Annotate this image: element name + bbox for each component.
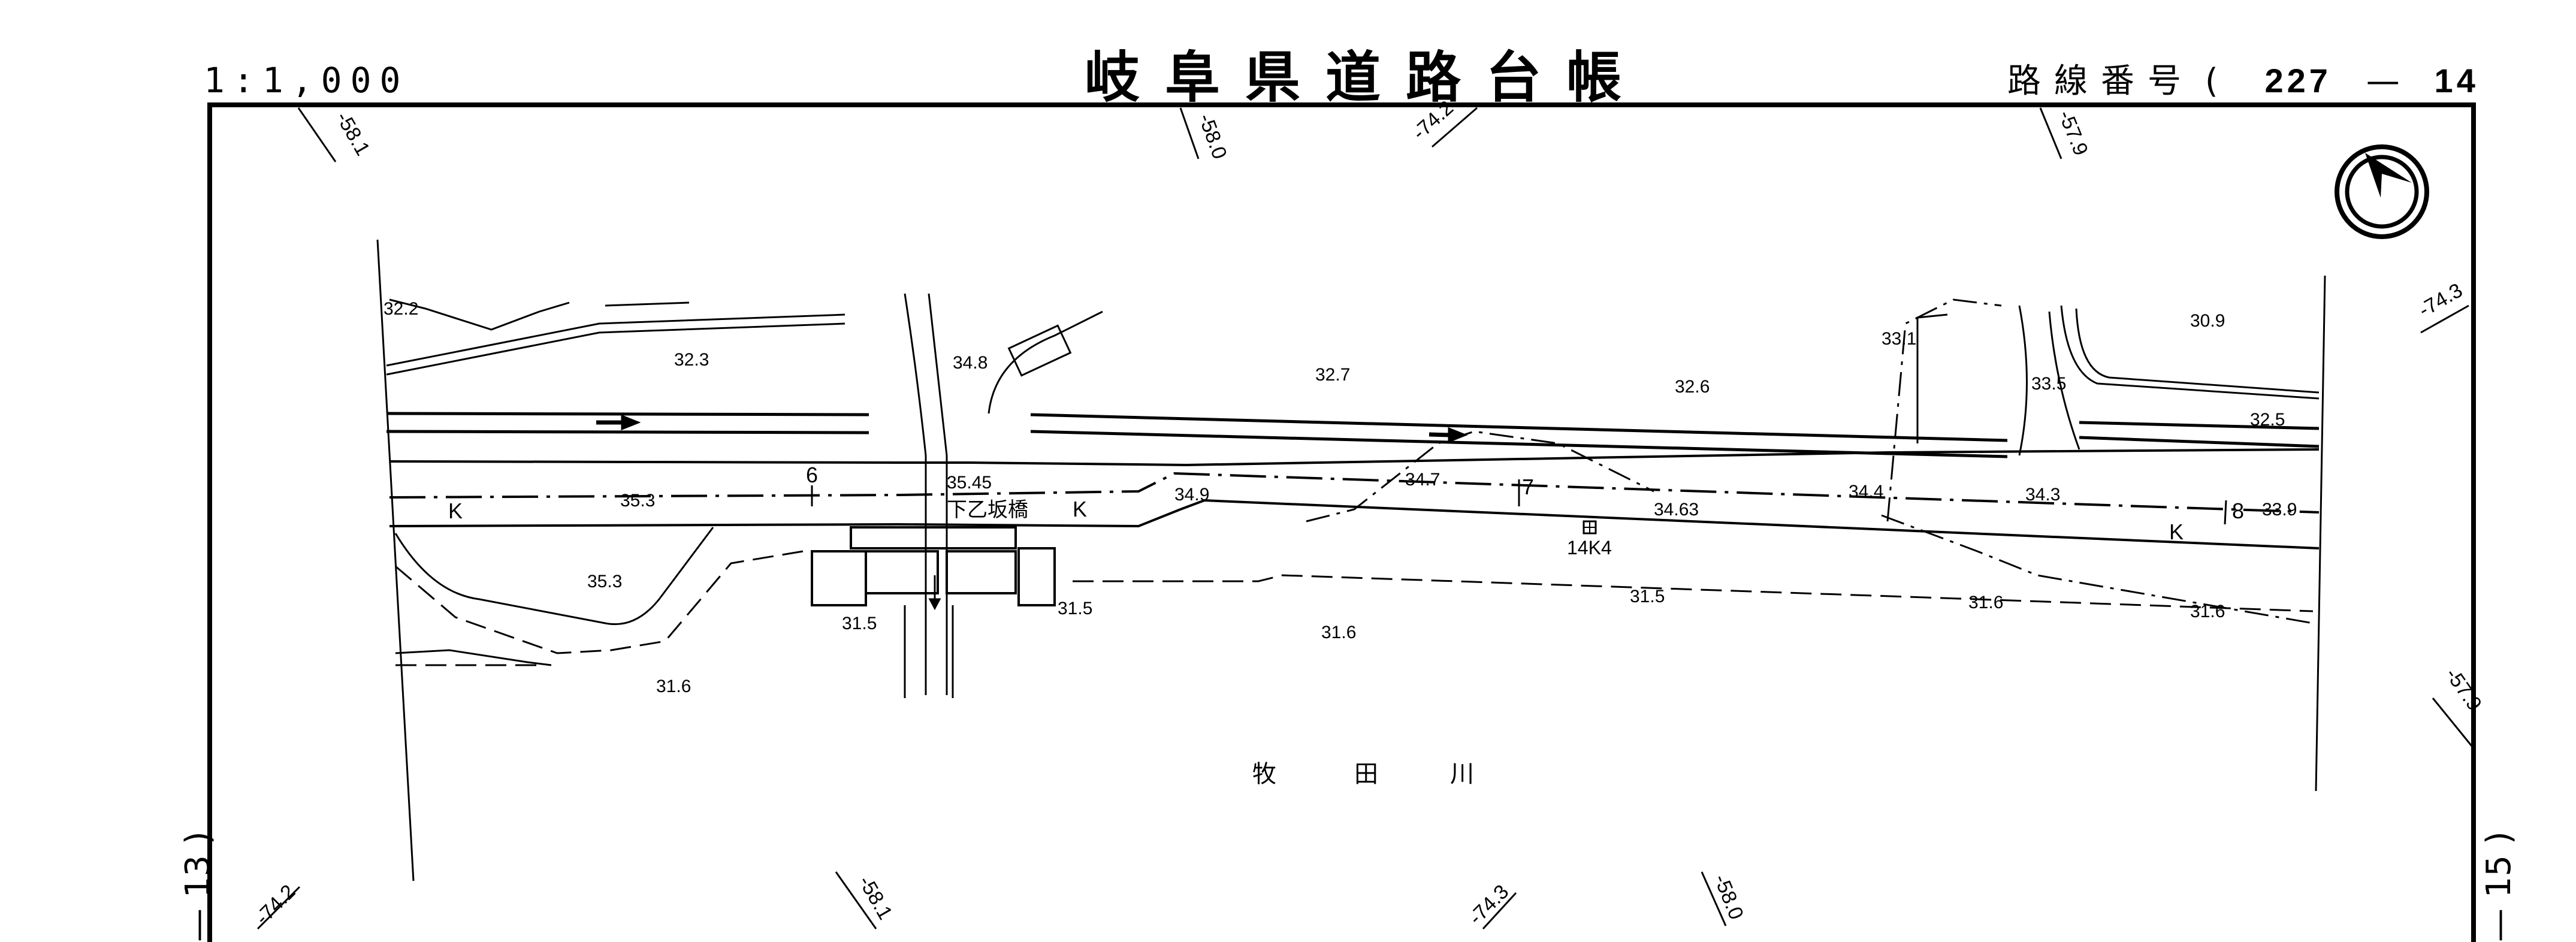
route-number: 路線番号 ( 227 — 14 ) <box>2007 54 2576 102</box>
elevation-label: 31.6 <box>1968 593 2003 612</box>
river-name-char: 田 <box>1354 761 1378 787</box>
elevation-label: 34.7 <box>1405 470 1440 490</box>
map-frame <box>207 102 2476 942</box>
elevation-label: 34.4 <box>1849 482 1883 502</box>
north-arrow-compass-icon <box>2335 144 2429 239</box>
elevation-label: 33.5 <box>2031 374 2066 394</box>
river-name-char: 牧 <box>1252 761 1276 787</box>
elevation-label: 32.2 <box>383 299 418 319</box>
boundary-marker: K <box>448 499 463 523</box>
elevation-label: 32.5 <box>2250 410 2285 430</box>
elevation-label: 35.3 <box>620 491 655 511</box>
station-number: 8 <box>2232 499 2244 523</box>
boundary-marker: K <box>1073 497 1087 521</box>
elevation-label: 31.6 <box>1321 623 1356 642</box>
river-name-char: 川 <box>1450 761 1474 787</box>
elevation-label: 32.7 <box>1315 365 1350 385</box>
elevation-label: 35.45 <box>947 473 992 493</box>
grid-coord-right-1: -74.3 <box>2415 279 2466 322</box>
route-number-label: 路線番号 <box>2007 62 2194 101</box>
elevation-label: 31.5 <box>1630 587 1665 606</box>
map-title: 岐阜県道路台帳 <box>1085 46 1647 110</box>
road-edges <box>389 448 2320 550</box>
bridge-structure <box>811 526 1056 606</box>
bridge-name: 下乙坂橋 <box>947 498 1028 522</box>
map-scale: 1:1,000 <box>204 60 409 101</box>
elevation-label: 30.9 <box>2190 311 2225 331</box>
route-number-separator: — <box>2366 62 2400 101</box>
elevation-label: 34.8 <box>953 353 987 373</box>
grid-coord-bottom-4: -58.0 <box>1710 871 1748 923</box>
boundary-marker: K <box>2169 520 2184 544</box>
route-number-sub: 14 <box>2434 62 2479 99</box>
grid-coord-bottom-2: -58.1 <box>854 872 897 923</box>
elevation-label: 33.1 <box>1882 329 1916 349</box>
station-number: 6 <box>806 463 818 487</box>
elevation-label: 35.3 <box>587 572 622 591</box>
grid-coord-right-2: -57.9 <box>2441 664 2486 715</box>
elevation-label: 34.9 <box>1174 485 1209 505</box>
road-centerline <box>389 472 2320 514</box>
elevation-label: 32.6 <box>1675 377 1710 397</box>
elevation-label: 34.63 <box>1654 500 1699 520</box>
open-paren: ( <box>2204 62 2218 101</box>
grid-coord-top-4: -57.9 <box>2054 107 2092 159</box>
elevation-label: 31.5 <box>1058 599 1092 618</box>
elevation-label: 31.5 <box>842 614 877 633</box>
elevation-label: 31.6 <box>2190 602 2225 621</box>
station-number: 7 <box>1522 475 1534 499</box>
elevation-label: 32.3 <box>674 350 709 370</box>
grid-coord-top-2: -58.0 <box>1194 111 1231 162</box>
grid-coord-bottom-1: -74.2 <box>251 880 300 929</box>
elevation-label: 34.3 <box>2025 485 2060 505</box>
benchmark-label: 14K4 <box>1567 537 1612 558</box>
grid-coord-top-1: -58.1 <box>331 108 375 159</box>
elevation-label: 33.9 <box>2262 500 2297 520</box>
elevation-label: 31.6 <box>656 677 691 696</box>
route-number-main: 227 <box>2264 62 2332 99</box>
